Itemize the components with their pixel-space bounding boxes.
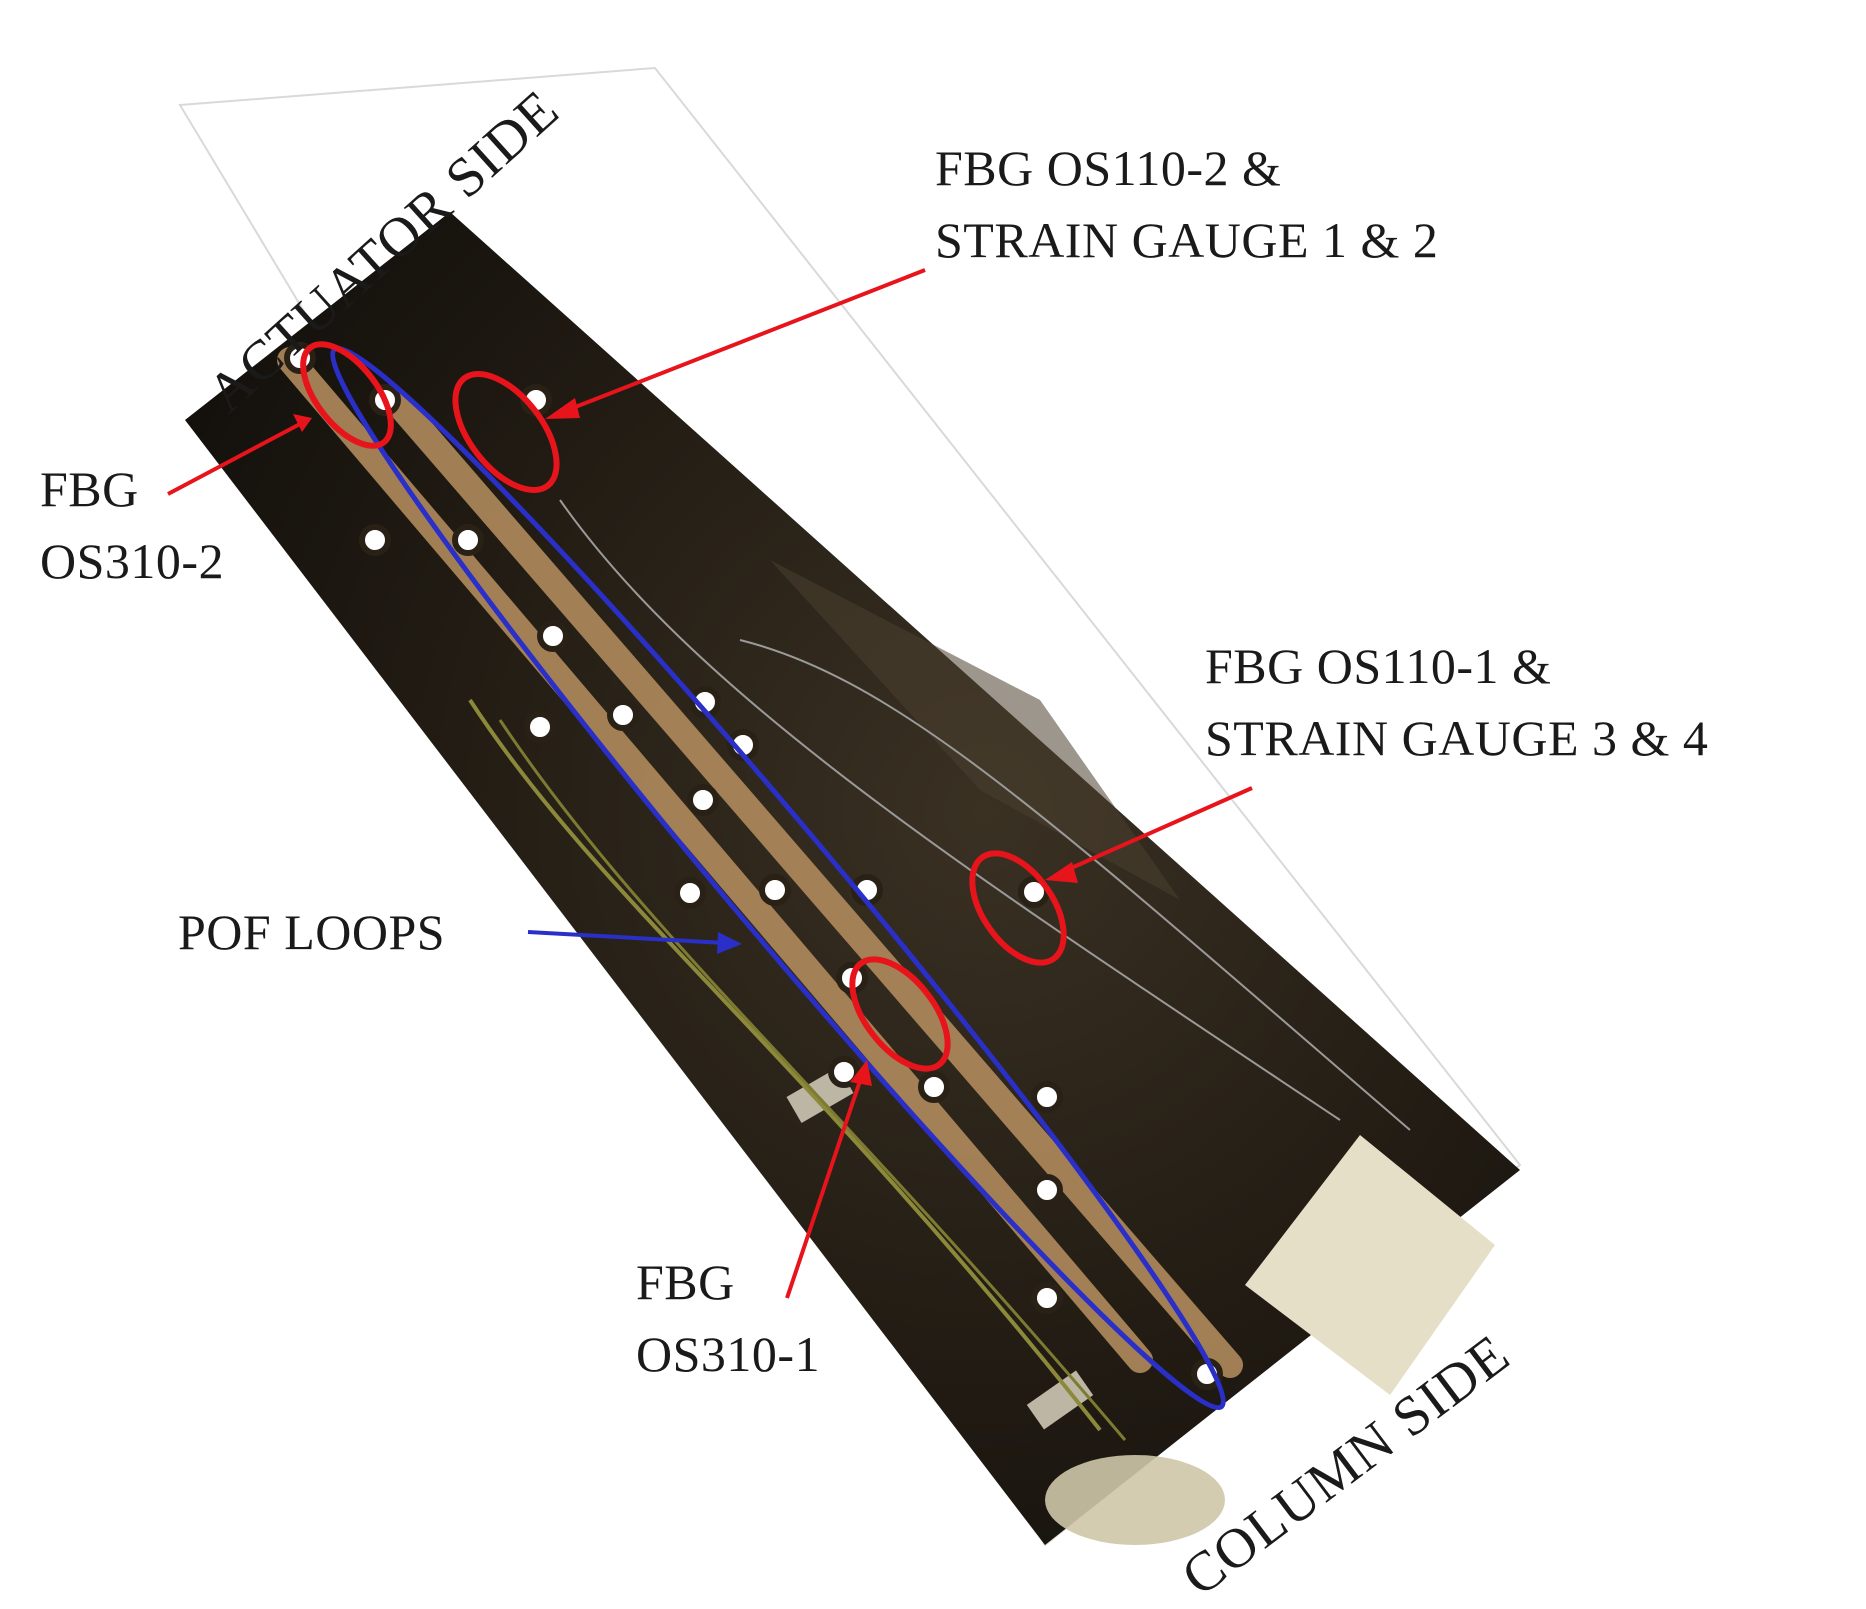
fbg-os110-1-line1: FBG OS110-1 & bbox=[1205, 638, 1552, 694]
wire-bundle-2 bbox=[498, 719, 1127, 1441]
panel-highlight bbox=[770, 560, 1180, 900]
arrowhead-fbg-os110-1 bbox=[1045, 862, 1078, 883]
arrow-pof-loops bbox=[527, 930, 726, 945]
bolt-hole bbox=[524, 711, 556, 743]
fbg-os310-2-line1: FBG bbox=[40, 461, 139, 517]
fbg-os110-2-line1: FBG OS110-2 & bbox=[935, 140, 1282, 196]
fbg-os110-2-line2: STRAIN GAUGE 1 & 2 bbox=[935, 212, 1439, 268]
fbg-os310-1-line1: FBG bbox=[636, 1254, 735, 1310]
bolt-hole bbox=[687, 784, 719, 816]
pof-loops-label: POF LOOPS bbox=[178, 904, 446, 960]
bolt-hole bbox=[1031, 1174, 1063, 1206]
bolt-holes bbox=[284, 342, 1223, 1390]
bolt-hole bbox=[359, 524, 391, 556]
bolt-hole bbox=[689, 686, 721, 718]
arrow-fbg-os310-1 bbox=[785, 1074, 864, 1299]
label-box bbox=[1245, 1135, 1495, 1395]
callout-fbg-os110-2 bbox=[452, 371, 560, 493]
callout-fbg-os310-1 bbox=[849, 956, 951, 1072]
bolt-hole bbox=[1031, 1081, 1063, 1113]
cable-coil bbox=[1045, 1455, 1225, 1545]
fbg-os110-1-line2: STRAIN GAUGE 3 & 4 bbox=[1205, 710, 1709, 766]
arrowhead-fbg-os310-1 bbox=[850, 1060, 872, 1086]
sensor-wire-2 bbox=[559, 499, 1341, 1121]
arrow-fbg-os110-1 bbox=[1059, 786, 1253, 875]
specimen-photo bbox=[167, 66, 1522, 1547]
arrowhead-fbg-os310-2 bbox=[293, 414, 312, 432]
bolt-hole bbox=[674, 877, 706, 909]
bolt-hole bbox=[828, 1056, 860, 1088]
fbg-os310-1-line2: OS310-1 bbox=[636, 1326, 821, 1382]
bolt-hole bbox=[537, 620, 569, 652]
callout-fbg-os310-2 bbox=[300, 341, 394, 449]
arrow-fbg-os310-2 bbox=[167, 422, 301, 496]
arrowhead-fbg-os110-2 bbox=[545, 398, 580, 419]
fbg-os310-2-line2: OS310-2 bbox=[40, 533, 225, 589]
arrow-fbg-os110-2 bbox=[559, 268, 926, 415]
wire-bundle bbox=[468, 698, 1102, 1432]
bolt-hole bbox=[1031, 1282, 1063, 1314]
fbg-os110-2-label: FBG OS110-2 & STRAIN GAUGE 1 & 2 bbox=[935, 132, 1438, 276]
arrowhead-pof-loops bbox=[717, 932, 742, 954]
fbg-os310-1-label: FBG OS310-1 bbox=[636, 1246, 820, 1390]
bolt-hole bbox=[607, 699, 639, 731]
sensor-wire bbox=[739, 639, 1411, 1131]
callout-fbg-os110-1 bbox=[969, 850, 1067, 966]
fbg-os110-1-label: FBG OS110-1 & STRAIN GAUGE 3 & 4 bbox=[1205, 630, 1708, 774]
bolt-hole bbox=[918, 1071, 950, 1103]
adhesive-strip-right bbox=[382, 387, 1243, 1378]
bolt-hole bbox=[452, 524, 484, 556]
bolt-hole bbox=[759, 874, 791, 906]
fbg-os310-2-label: FBG OS310-2 bbox=[40, 453, 224, 597]
